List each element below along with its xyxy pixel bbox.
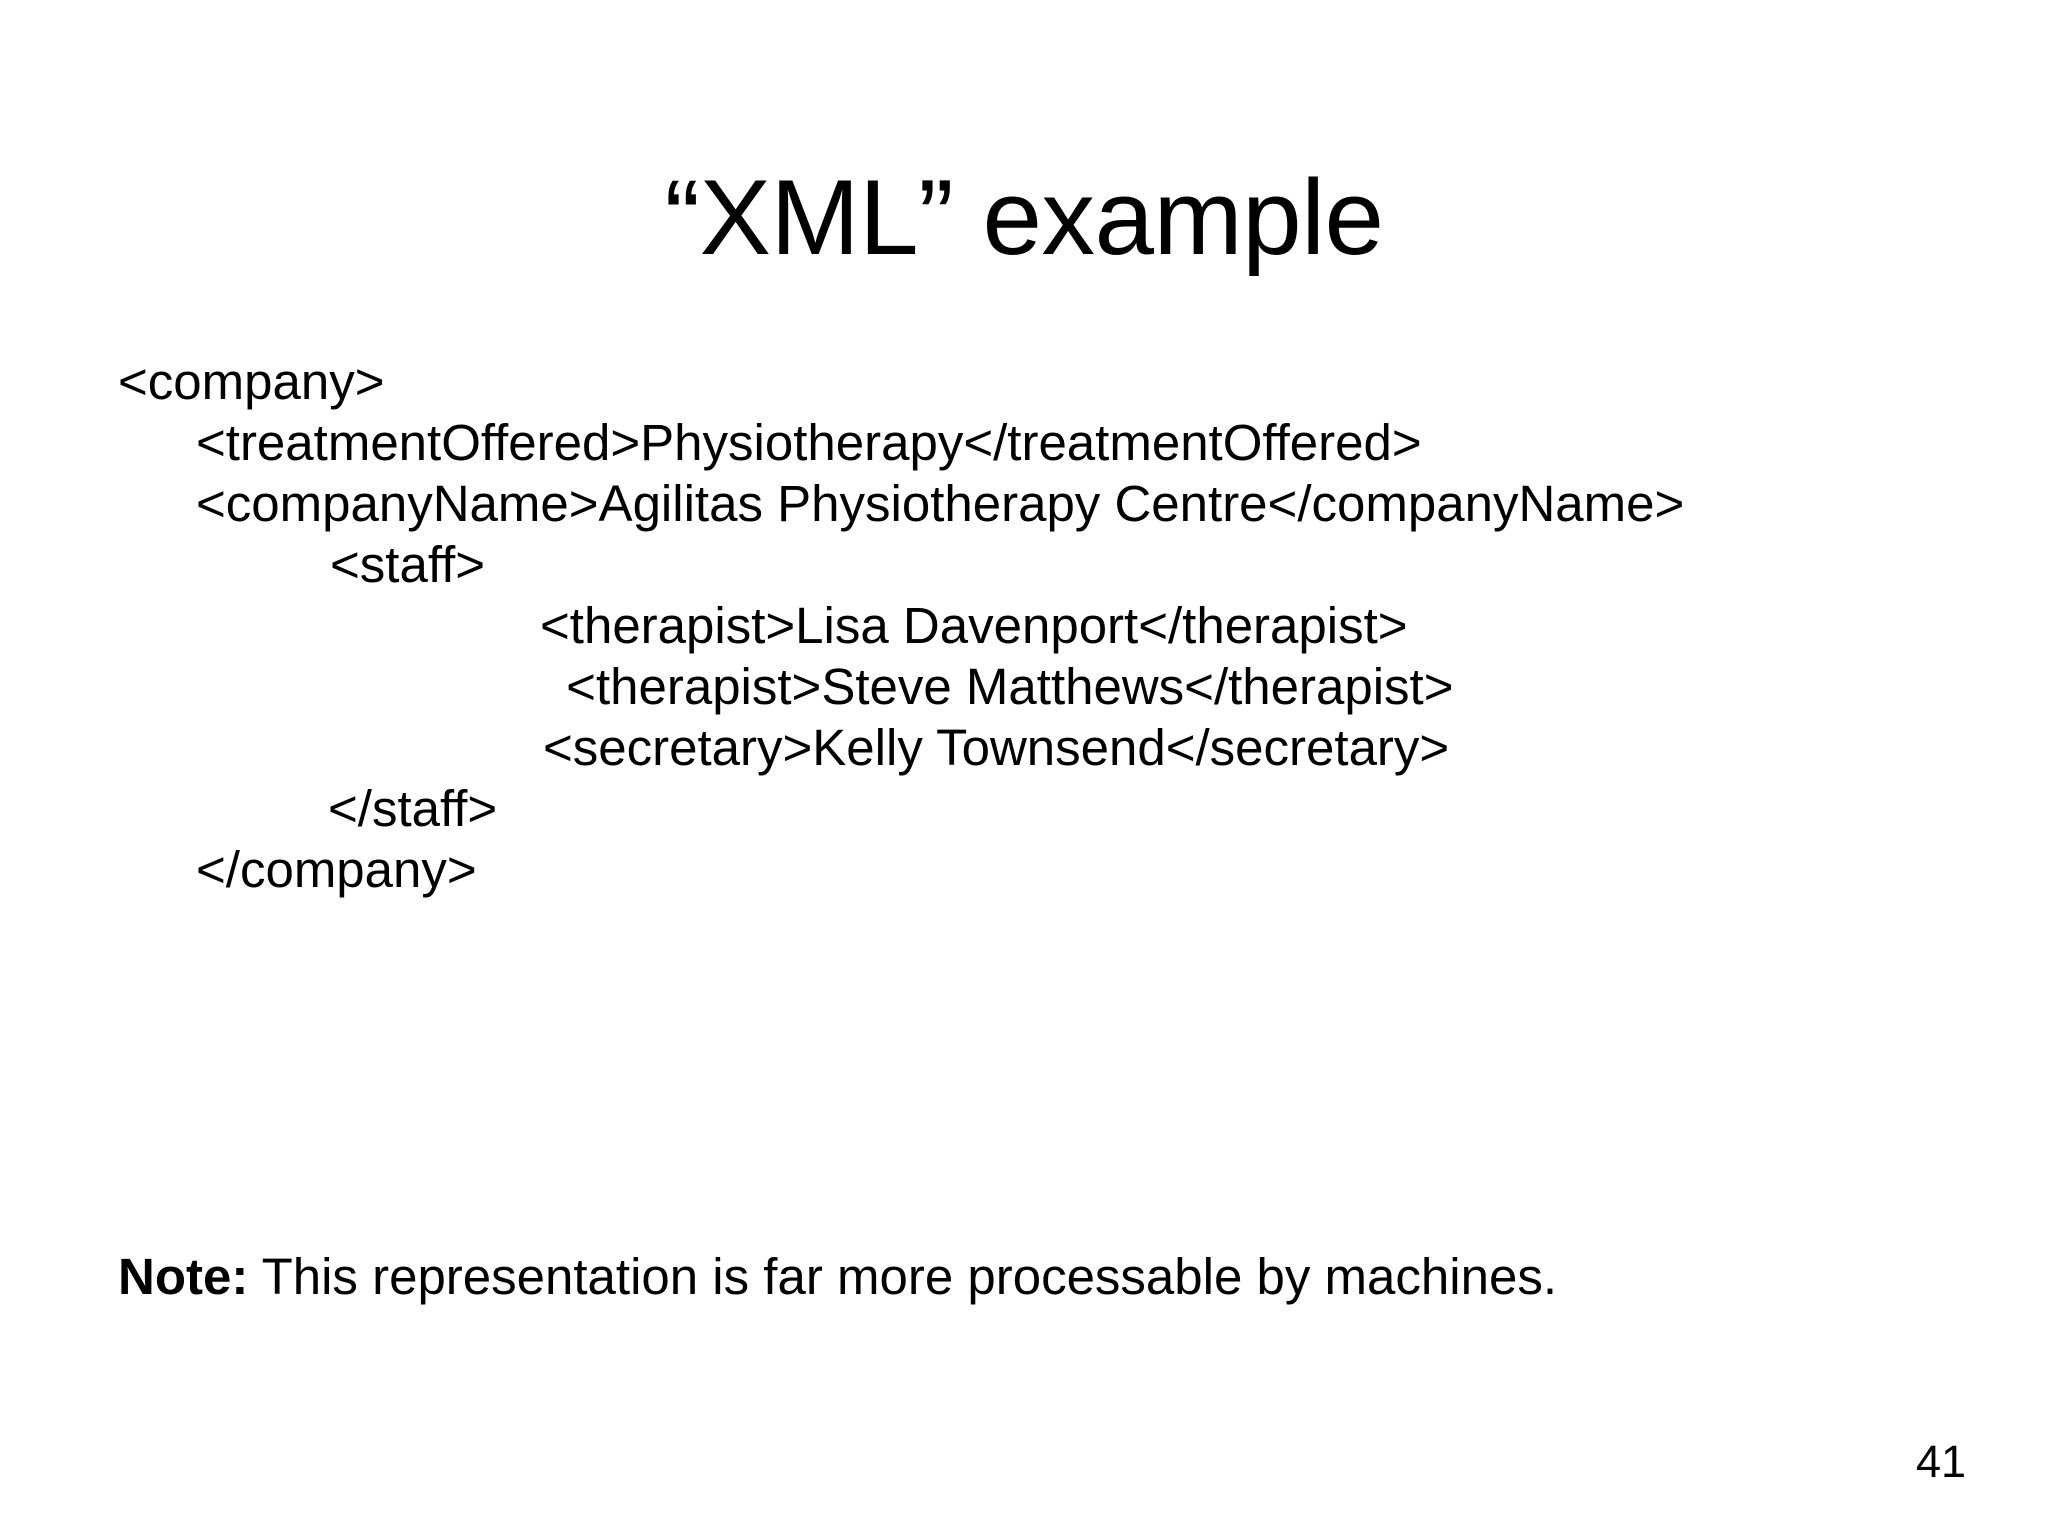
note-paragraph: Note: This representation is far more pr… xyxy=(118,1247,1557,1308)
code-line: </staff> xyxy=(328,780,498,837)
code-line: <companyName>Agilitas Physiotherapy Cent… xyxy=(196,475,1685,532)
code-line: <therapist>Lisa Davenport</therapist> xyxy=(540,597,1408,654)
code-line: <therapist>Steve Matthews</therapist> xyxy=(552,658,1454,715)
code-line: <company> xyxy=(118,353,385,410)
code-line: <secretary>Kelly Townsend</secretary> xyxy=(543,719,1450,776)
note-label: Note: xyxy=(118,1248,249,1305)
slide-title: “XML” example xyxy=(664,156,1384,277)
xml-code-block: <company> <treatmentOffered>Physiotherap… xyxy=(0,352,2048,901)
note-text: This representation is far more processa… xyxy=(248,1248,1557,1305)
page-number: 41 xyxy=(1915,1436,1966,1487)
code-line: <staff> xyxy=(330,536,486,593)
code-line: <treatmentOffered>Physiotherapy</treatme… xyxy=(196,414,1422,471)
code-line: </company> xyxy=(196,841,477,898)
